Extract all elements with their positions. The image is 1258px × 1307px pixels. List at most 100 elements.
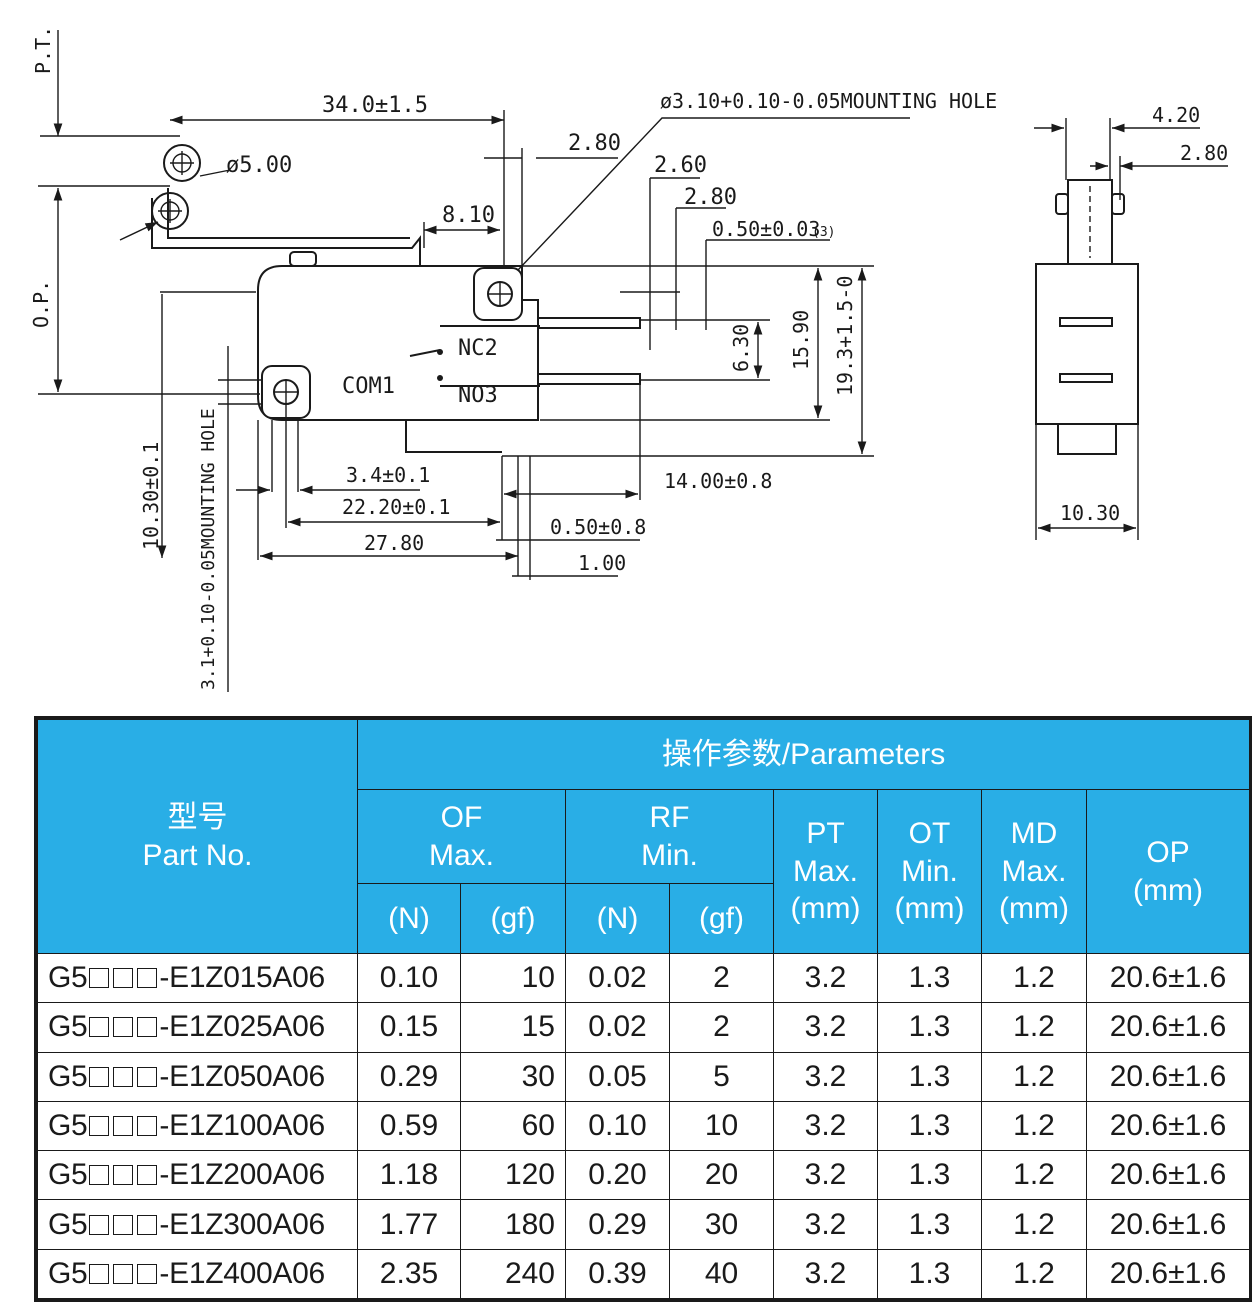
pt-cell: 3.2 bbox=[773, 1051, 878, 1102]
of-gf-cell: 10 bbox=[460, 952, 566, 1004]
part-suffix: -E1Z400A06 bbox=[159, 1256, 325, 1290]
part-suffix: -E1Z100A06 bbox=[159, 1108, 325, 1142]
op-cell: 20.6±1.6 bbox=[1085, 1248, 1251, 1300]
dim-0-50-b: 0.50±0.8 bbox=[550, 515, 646, 539]
rf-gf-cell: 20 bbox=[669, 1150, 774, 1201]
side-view: 4.20 2.80 10.30 bbox=[1034, 103, 1228, 540]
md-cell: 1.2 bbox=[981, 1248, 1087, 1300]
placeholder-box-icon bbox=[113, 1017, 134, 1038]
of-unit-gf: (gf) bbox=[460, 883, 566, 954]
mounting-hole-top: ø3.10+0.10-0.05MOUNTING HOLE bbox=[660, 89, 997, 113]
part-number-cell: G5 -E1Z025A06 bbox=[37, 1002, 358, 1053]
of-sub: Max. bbox=[428, 838, 494, 872]
md-cell: 1.2 bbox=[981, 1150, 1087, 1201]
rf-unit-gf: (gf) bbox=[669, 883, 774, 954]
part-no-header: 型号 Part No. bbox=[37, 719, 358, 954]
op-cell: 20.6±1.6 bbox=[1085, 1002, 1251, 1053]
pt-cell: 3.2 bbox=[773, 1248, 878, 1300]
placeholder-box-icon bbox=[137, 1017, 158, 1038]
rf-title: RF bbox=[649, 801, 690, 834]
dim-2-80-a: 2.80 bbox=[568, 131, 621, 156]
op-title: OP bbox=[1146, 836, 1190, 869]
pt-cell: 3.2 bbox=[773, 1150, 878, 1201]
rf-n-cell: 0.05 bbox=[565, 1051, 670, 1102]
rf-header: RF Min. bbox=[565, 789, 774, 884]
side-10-30: 10.30 bbox=[1060, 501, 1120, 525]
rf-n-cell: 0.20 bbox=[565, 1150, 670, 1201]
op-cell: 20.6±1.6 bbox=[1085, 1100, 1251, 1152]
part-number-cell: G5-E1Z050A06 bbox=[37, 1051, 358, 1102]
of-gf-cell: 180 bbox=[460, 1199, 566, 1250]
of-header: OF Max. bbox=[357, 789, 566, 884]
of-n-cell: 1.77 bbox=[357, 1199, 461, 1250]
placeholder-box-icon bbox=[137, 1263, 158, 1284]
dim-34: 34.0±1.5 bbox=[322, 93, 428, 118]
rf-unit-n: (N) bbox=[565, 883, 670, 954]
placeholder-box-icon bbox=[113, 1263, 134, 1284]
part-number-cell: G5-E1Z300A06 bbox=[37, 1199, 358, 1250]
ot-cell: 1.3 bbox=[877, 1199, 982, 1250]
note-3: (3) bbox=[812, 225, 835, 240]
placeholder-box-icon bbox=[137, 1115, 158, 1136]
dim-22-20: 22.20±0.1 bbox=[342, 495, 450, 519]
op-cell: 20.6±1.6 bbox=[1085, 952, 1251, 1004]
of-n-cell: 0.59 bbox=[357, 1100, 461, 1152]
placeholder-box-icon bbox=[113, 1066, 134, 1087]
part-suffix: -E1Z050A06 bbox=[159, 1059, 325, 1093]
part-prefix: G5 bbox=[48, 961, 88, 995]
spec-table: 型号 Part No. 操作参数/Parameters OF Max. RF M… bbox=[34, 716, 1252, 1302]
placeholder-box-icon bbox=[89, 1115, 110, 1136]
part-prefix: G5 bbox=[48, 1010, 88, 1044]
md-unit: (mm) bbox=[999, 892, 1069, 926]
pt-label: P.T. bbox=[31, 26, 55, 74]
placeholder-box-icon bbox=[113, 1115, 134, 1136]
placeholder-box-icon bbox=[89, 1263, 110, 1284]
dim-8-10: 8.10 bbox=[442, 203, 495, 228]
ot-sub: Min. bbox=[901, 854, 958, 888]
rf-n-cell: 0.10 bbox=[565, 1100, 670, 1152]
com-label: COM1 bbox=[342, 374, 395, 399]
of-n-cell: 0.29 bbox=[357, 1051, 461, 1102]
rf-n-cell: 0.39 bbox=[565, 1248, 670, 1300]
part-number-cell: G5-E1Z015A06 bbox=[37, 952, 358, 1004]
of-gf-cell: 15 bbox=[460, 1002, 566, 1053]
pt-unit: (mm) bbox=[790, 892, 861, 926]
md-sub: Max. bbox=[1001, 854, 1067, 888]
side-2-80: 2.80 bbox=[1180, 141, 1228, 165]
pt-cell: 3.2 bbox=[773, 1002, 878, 1053]
rf-n-cell: 0.02 bbox=[565, 952, 670, 1004]
placeholder-box-icon bbox=[113, 1214, 134, 1235]
part-suffix: -E1Z025A06 bbox=[159, 1010, 325, 1044]
md-header: MD Max. (mm) bbox=[981, 789, 1087, 954]
parameters-header: 操作参数/Parameters bbox=[356, 719, 1251, 790]
dim-15-90: 15.90 bbox=[789, 310, 813, 370]
placeholder-box-icon bbox=[137, 968, 158, 989]
placeholder-box-icon bbox=[89, 1017, 110, 1038]
md-title: MD bbox=[1010, 817, 1058, 851]
md-cell: 1.2 bbox=[981, 952, 1087, 1004]
of-gf-cell: 30 bbox=[460, 1051, 566, 1102]
placeholder-box-icon bbox=[113, 1165, 134, 1186]
ot-cell: 1.3 bbox=[877, 1051, 982, 1102]
ot-cell: 1.3 bbox=[877, 952, 982, 1004]
op-label: O.P. bbox=[29, 280, 53, 328]
mounting-hole-left: 3.1+0.10-0.05MOUNTING HOLE bbox=[198, 408, 219, 690]
part-prefix: G5 bbox=[48, 1158, 88, 1192]
roller-upper bbox=[163, 144, 201, 182]
placeholder-box-icon bbox=[89, 1214, 110, 1235]
op-unit: (mm) bbox=[1133, 873, 1203, 907]
nc-label: NC2 bbox=[458, 336, 498, 361]
of-unit-n: (N) bbox=[357, 883, 461, 954]
placeholder-box-icon bbox=[137, 1165, 158, 1186]
dim-14-00: 14.00±0.8 bbox=[664, 469, 772, 493]
dim-3-4: 3.4±0.1 bbox=[346, 463, 430, 487]
dim-0-50: 0.50±0.03 bbox=[712, 217, 820, 241]
rf-n-cell: 0.02 bbox=[565, 1002, 670, 1053]
md-cell: 1.2 bbox=[981, 1002, 1087, 1053]
part-suffix: -E1Z300A06 bbox=[159, 1207, 325, 1241]
part-number-cell: G5-E1Z200A06 bbox=[37, 1150, 358, 1201]
rf-gf-cell: 30 bbox=[669, 1199, 774, 1250]
